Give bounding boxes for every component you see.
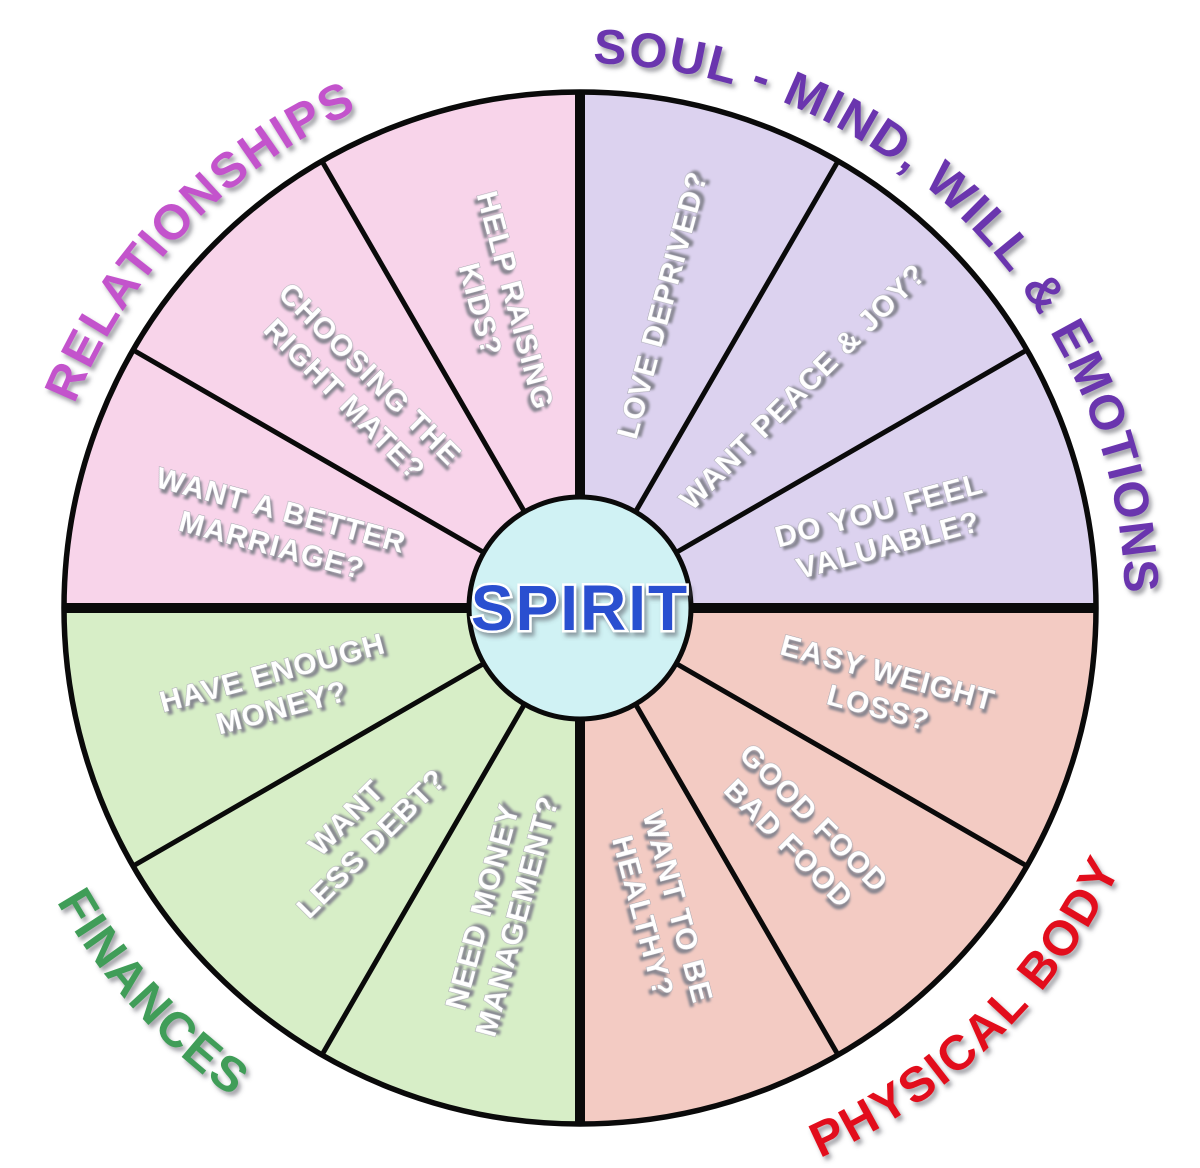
quadrant-finances-wedge (64, 608, 580, 1124)
segment-divider-line (633, 702, 840, 1055)
segment-divider-line (133, 661, 486, 868)
quadrant-relationships-wedge (64, 92, 580, 608)
spirit-center-circle (466, 494, 694, 722)
spirit-label: SPIRIT (471, 572, 689, 644)
segment-divider-line (133, 348, 486, 555)
segment-divider-line (674, 661, 1027, 868)
segment-divider-line (320, 161, 527, 514)
quadrant-soul-wedge (580, 92, 1096, 608)
wheel-outline (61, 89, 1099, 1127)
quadrant-physical-body-wedge (580, 608, 1096, 1124)
segment-divider-line (674, 348, 1027, 555)
segment-divider-line (633, 161, 840, 514)
segment-divider-line (320, 702, 527, 1055)
